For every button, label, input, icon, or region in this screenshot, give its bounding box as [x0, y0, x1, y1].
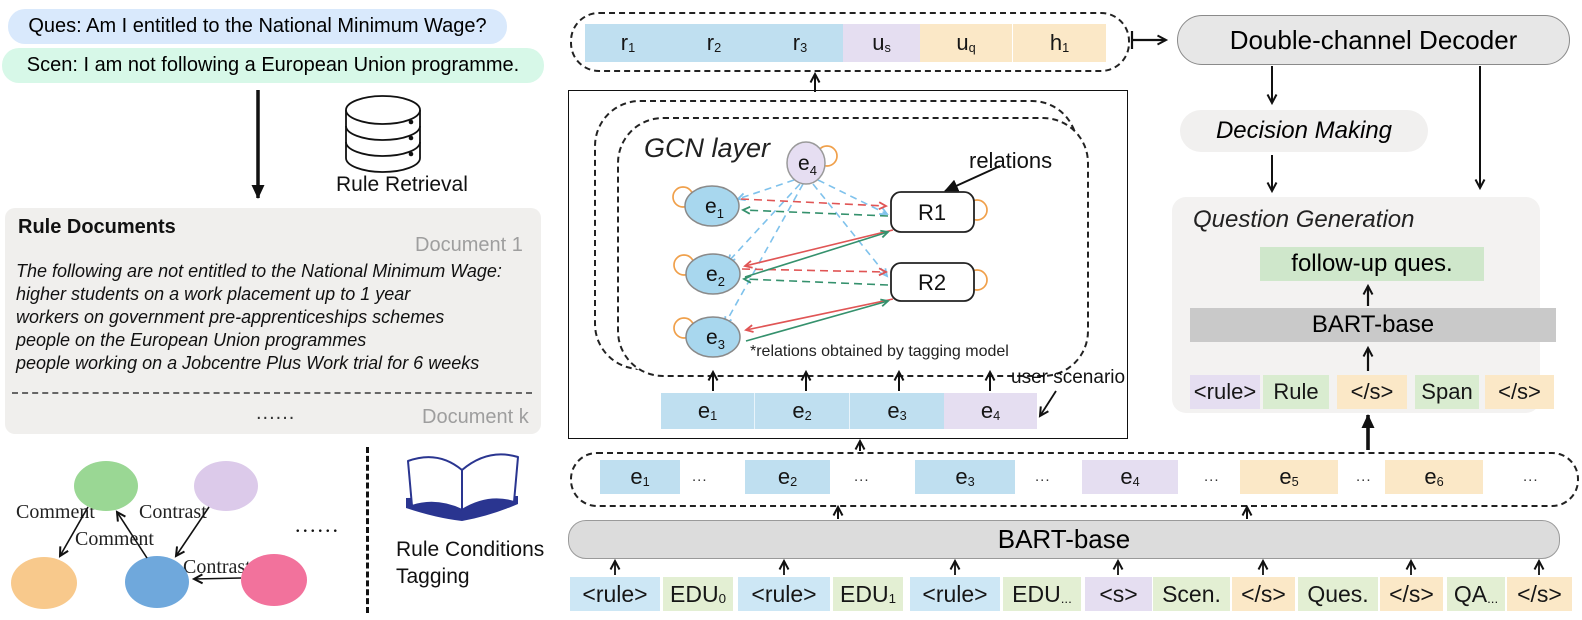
rule-document-text-line: higher students on a work placement up t…	[16, 284, 411, 304]
section-divider	[366, 447, 369, 613]
documents-divider	[12, 392, 532, 394]
input-token-qa: QA...	[1447, 577, 1505, 611]
gcn-layer-title: GCN layer	[644, 133, 771, 163]
qg-token-sep-2: </s>	[1485, 375, 1554, 409]
qg-bart-bar: BART-base	[1190, 308, 1556, 342]
input-token-rule-1: <rule>	[570, 577, 660, 611]
input-token-edu-n: EDU...	[1003, 577, 1081, 611]
rule-conditions-tagging-label-line2: Tagging	[396, 565, 470, 588]
question-bubble: Ques: Am I entitled to the National Mini…	[8, 9, 507, 44]
question-generation-title: Question Generation	[1193, 206, 1415, 233]
encoded-representation-row	[570, 12, 1130, 72]
arrow-encoded-row-to-decoder	[1130, 31, 1169, 49]
gcn-note: *relations obtained by tagging model	[750, 343, 1009, 360]
input-token-sep-1: </s>	[1232, 577, 1295, 611]
input-token-scen: Scen.	[1153, 577, 1230, 611]
input-token-rule-3: <rule>	[910, 577, 1000, 611]
rule-document-text-line: people working on a Jobcentre Plus Work …	[16, 353, 480, 373]
discourse-graph-ellipsis: ......	[295, 512, 340, 537]
edu-representation-row	[570, 452, 1579, 507]
scenario-bubble: Scen: I am not following a European Unio…	[2, 48, 544, 83]
edu-row-dots: ...	[1356, 468, 1372, 485]
edu-row-dots: ...	[1204, 468, 1220, 485]
rule-document-text-line: The following are not entitled to the Na…	[16, 261, 502, 281]
discourse-node-orange	[11, 557, 77, 609]
edu-row-dots: ...	[854, 468, 870, 485]
rule-conditions-tagging-label-line1: Rule Conditions	[396, 538, 545, 561]
rule-document-text-line: people on the European Union programmes	[16, 330, 367, 350]
double-channel-decoder: Double-channel Decoder	[1177, 15, 1570, 65]
document-1-label: Document 1	[415, 234, 523, 256]
rule-documents-title: Rule Documents	[18, 216, 176, 238]
rule-documents-box	[5, 208, 541, 434]
open-book-icon	[406, 453, 519, 521]
user-scenario-label: user scenario	[1011, 367, 1126, 388]
relations-label: relations	[969, 148, 1053, 173]
arrows-tokens-to-bart	[609, 558, 1545, 575]
qg-token-rule-text: Rule	[1263, 375, 1329, 409]
discourse-node-blue	[125, 556, 189, 608]
edge-label-comment-1: Comment	[16, 501, 95, 523]
qg-token-sep-1: </s>	[1337, 375, 1407, 409]
input-token-rule-2: <rule>	[738, 577, 830, 611]
decision-making: Decision Making	[1180, 110, 1428, 152]
edu-row-dots: ...	[1523, 468, 1539, 485]
discourse-graph	[11, 461, 307, 609]
rule-retrieval-label: Rule Retrieval	[336, 173, 468, 196]
document-k-label: Document k	[422, 406, 529, 428]
input-token-ques: Ques.	[1298, 577, 1378, 611]
rule-document-text-line: workers on government pre-apprenticeship…	[16, 307, 445, 327]
follow-up-question-box: follow-up ques.	[1260, 247, 1484, 281]
edge-label-contrast-1: Contrast	[139, 501, 207, 523]
input-token-s: <s>	[1085, 577, 1152, 611]
bart-encoder-bar: BART-base	[568, 520, 1560, 559]
edge-label-comment-2: Comment	[75, 528, 154, 550]
qg-token-rule: <rule>	[1190, 375, 1260, 409]
input-token-sep-2: </s>	[1380, 577, 1443, 611]
qg-token-span: Span	[1415, 375, 1479, 409]
input-token-sep-3: </s>	[1507, 577, 1572, 611]
edu-row-dots: ...	[1035, 468, 1051, 485]
edu-row-dots: ...	[692, 468, 708, 485]
edge-label-contrast-2: Contrast	[183, 556, 251, 578]
documents-ellipsis: ......	[256, 402, 296, 424]
database-icon	[345, 95, 421, 173]
